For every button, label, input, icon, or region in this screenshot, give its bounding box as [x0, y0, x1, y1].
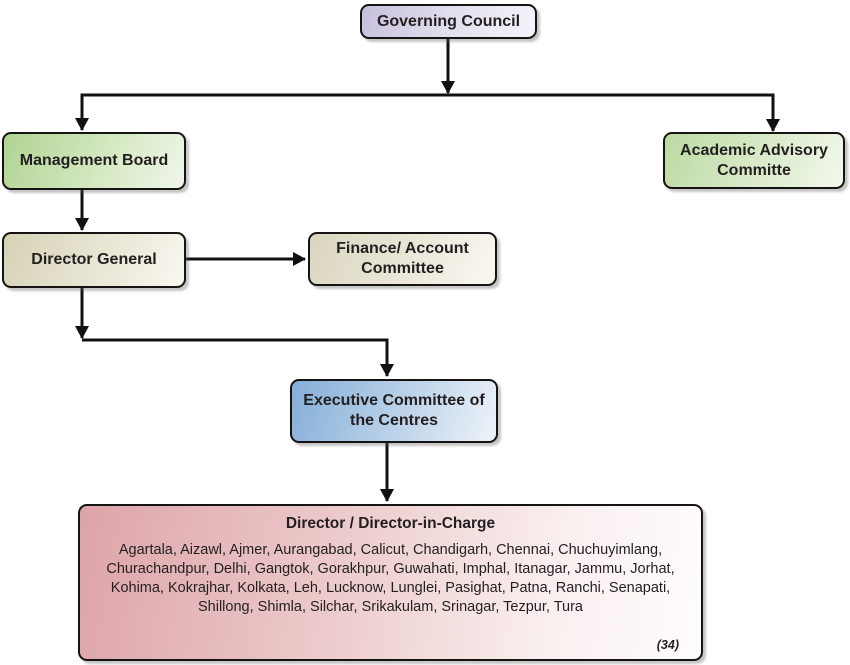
node-academic-advisory-committe: Academic Advisory Committe [663, 132, 845, 189]
node-governing-council: Governing Council [360, 4, 537, 39]
executive-committee-label: Executive Committee of the Centres [303, 392, 485, 429]
finance-committee-label: Finance/ Account Committee [336, 240, 469, 277]
node-finance-account-committee: Finance/ Account Committee [308, 232, 497, 286]
academic-advisory-label: Academic Advisory Committe [680, 141, 828, 179]
management-board-label: Management Board [19, 152, 169, 170]
directors-centres-list: Agartala, Aizawl, Ajmer, Aurangabad, Cal… [106, 541, 675, 615]
node-management-board: Management Board [2, 132, 186, 190]
node-executive-committee: Executive Committee of the Centres [290, 379, 498, 443]
directors-title: Director / Director-in-Charge [285, 515, 496, 532]
node-director-in-charge: Director / Director-in-Charge Agartala, … [78, 504, 703, 661]
director-general-label: Director General [31, 251, 157, 269]
directors-count: (34) [656, 637, 679, 652]
governing-council-label: Governing Council [376, 12, 521, 30]
node-director-general: Director General [2, 232, 186, 288]
